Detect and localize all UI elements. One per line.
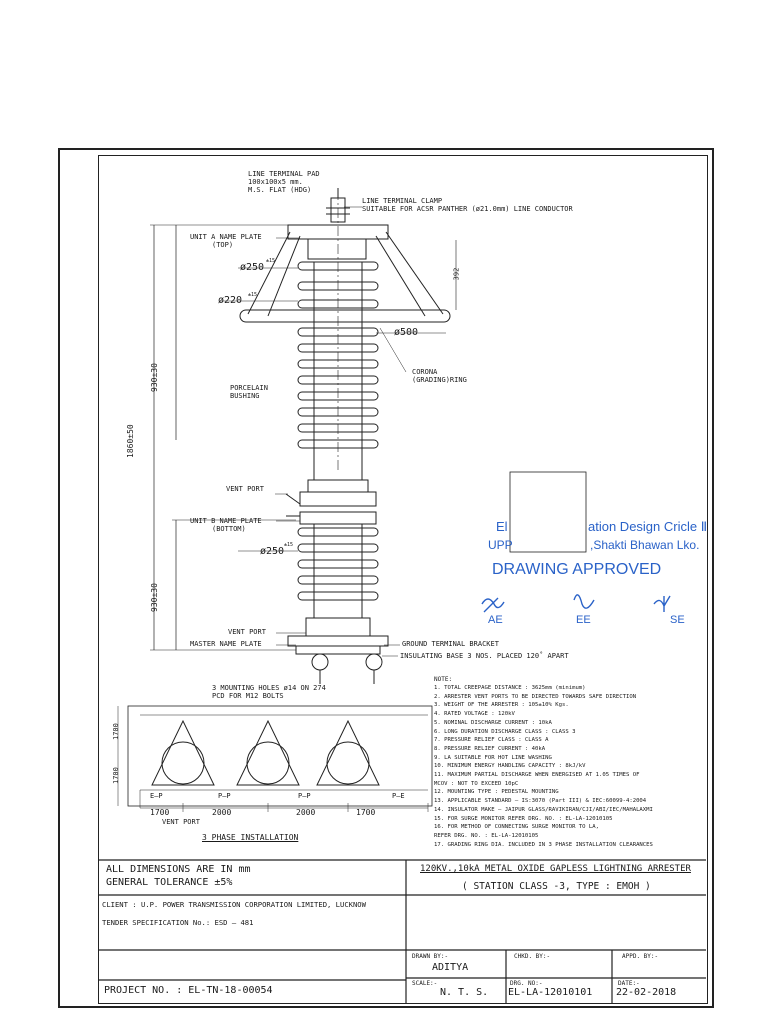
phase-label-4: P–E xyxy=(392,792,405,800)
drawing-title-line2: ( STATION CLASS -3, TYPE : EMOH ) xyxy=(462,881,651,892)
phase-label-2: P–P xyxy=(218,792,231,800)
note-item: 7. PRESSURE RELIEF CLASS : CLASS A xyxy=(434,737,549,744)
notes-heading: NOTE: xyxy=(434,676,453,683)
note-item: MCOV : NOT TO EXCEED 10pC xyxy=(434,780,519,787)
mounting-holes-label-1: 3 MOUNTING HOLES ø14 ON 274 xyxy=(212,684,326,692)
tol-15-c: ±15 xyxy=(284,542,294,548)
drawn-by: ADITYA xyxy=(432,962,469,973)
unit-a-label-2: (TOP) xyxy=(212,241,234,249)
note-item: 11. MAXIMUM PARTIAL DISCHARGE WHEN ENERG… xyxy=(434,772,640,779)
note-item: 3. WEIGHT OF THE ARRESTER : 105±10% Kgs. xyxy=(434,702,569,709)
unit-b-label-2: (BOTTOM) xyxy=(212,525,246,533)
master-name-plate-label: MASTER NAME PLATE xyxy=(190,640,262,648)
note-item: 2. ARRESTER VENT PORTS TO BE DIRECTED TO… xyxy=(434,693,637,700)
drawing-border xyxy=(98,155,708,1004)
corona-label-1: CORONA xyxy=(412,368,438,376)
unit-a-label-1: UNIT A NAME PLATE xyxy=(190,233,262,241)
dia-250-bottom: ø250 xyxy=(260,546,285,557)
tolerance-note: GENERAL TOLERANCE ±5% xyxy=(106,877,233,888)
drawing-number-label: DRG. NO:- xyxy=(510,980,543,987)
stamp-line2-left: UPP xyxy=(488,538,513,552)
stamp-signatory-se: SE xyxy=(670,614,685,626)
stamp-line2-right: ,Shakti Bhawan Lko. xyxy=(590,538,700,552)
note-item: 15. FOR SURGE MONITOR REFER DRG. NO. : E… xyxy=(434,815,613,822)
note-item: 8. PRESSURE RELIEF CURRENT : 40kA xyxy=(434,745,546,752)
vent-port-1: VENT PORT xyxy=(226,485,264,493)
insulating-base-label: INSULATING BASE 3 NOS. PLACED 120˚ APART xyxy=(400,652,569,660)
note-item: 4. RATED VOLTAGE : 120kV xyxy=(434,711,515,718)
checked-by-label: CHKD. BY:- xyxy=(514,953,551,960)
note-item: 13. APPLICABLE STANDARD – IS:3070 (Part … xyxy=(434,798,647,805)
note-item: 6. LONG DURATION DISCHARGE CLASS : CLASS… xyxy=(434,728,576,735)
dim-930-bottom: 930±30 xyxy=(150,583,159,612)
note-item: 5. NOMINAL DISCHARGE CURRENT : 10kA xyxy=(434,719,552,726)
line-pad-label-3: M.S. FLAT (HDG) xyxy=(248,186,312,194)
note-item: 16. FOR METHOD OF CONNECTING SURGE MONIT… xyxy=(434,824,600,831)
dia-500: ø500 xyxy=(394,327,419,338)
dimensions-note: ALL DIMENSIONS ARE IN mm xyxy=(106,864,251,875)
tol-15-a: ±15 xyxy=(266,258,276,264)
three-phase-installation: 3 PHASE INSTALLATION xyxy=(202,833,299,842)
bottom-dim-2: 2000 xyxy=(212,808,232,817)
drawing-date: 22-02-2018 xyxy=(616,987,677,998)
line-clamp-label-1: LINE TERMINAL CLAMP xyxy=(362,197,443,205)
vent-port-2: VENT PORT xyxy=(228,628,266,636)
note-item: 9. LA SUITABLE FOR HOT LINE WASHING xyxy=(434,754,552,761)
notes-block: NOTE: 1. TOTAL CREEPAGE DISTANCE : 3625m… xyxy=(434,676,704,849)
dim-1700-a: 1700 xyxy=(112,723,120,740)
stamp-approved: DRAWING APPROVED xyxy=(492,561,662,578)
note-item: 10. MINIMUM ENERGY HANDLING CAPACITY : 8… xyxy=(434,763,586,770)
phase-label-1: E–P xyxy=(150,792,163,800)
tender-line: TENDER SPECIFICATION No.: ESD – 481 xyxy=(102,918,254,927)
three-phase-plan xyxy=(117,705,433,812)
note-item: REFER DRG. NO. : EL-LA-12010105 xyxy=(434,832,539,839)
dim-930-top: 930±30 xyxy=(150,363,159,392)
line-clamp-label-2: SUITABLE FOR ACSR PANTHER (ø21.0mm) LINE… xyxy=(362,205,573,213)
bottom-dim-1: 1700 xyxy=(150,808,170,817)
drawing-title-line1: 120KV.,10kA METAL OXIDE GAPLESS LIGHTNIN… xyxy=(420,864,691,874)
stamp-signatory-ee: EE xyxy=(576,614,591,626)
note-item: 14. INSULATOR MAKE – JAIPUR GLASS/RAVIKI… xyxy=(434,806,653,813)
bottom-dim-4: 1700 xyxy=(356,808,376,817)
bottom-dim-3: 2000 xyxy=(296,808,316,817)
dim-1860: 1860±50 xyxy=(126,424,135,458)
line-pad-label-2: 100x100x5 mm. xyxy=(248,178,303,186)
project-number: PROJECT NO. : EL-TN-18-00054 xyxy=(104,985,273,996)
line-pad-label-1: LINE TERMINAL PAD xyxy=(248,170,320,178)
note-item: 1. TOTAL CREEPAGE DISTANCE : 3625mm (min… xyxy=(434,685,586,691)
porcelain-label-2: BUSHING xyxy=(230,392,260,400)
note-item: 12. MOUNTING TYPE : PEDESTAL MOUNTING xyxy=(434,789,559,796)
porcelain-label-1: PORCELAIN xyxy=(230,384,268,392)
scale-label: SCALE:- xyxy=(412,980,438,987)
lower-sheds xyxy=(297,527,379,601)
mounting-holes-label-2: PCD FOR M12 BOLTS xyxy=(212,692,284,700)
scale-value: N. T. S. xyxy=(440,987,489,998)
stamp-signatory-ae: AE xyxy=(488,614,503,626)
dia-220: ø220 xyxy=(218,295,243,306)
stamp-line1-right: ation Design Cricle Ⅱ xyxy=(588,519,708,534)
phase-label-3: P–P xyxy=(298,792,311,800)
dim-392: 392 xyxy=(452,267,461,281)
dim-1700-b: 1700 xyxy=(112,767,120,784)
outer-border xyxy=(58,148,714,1008)
tol-15-b: ±15 xyxy=(248,292,258,298)
corona-label-2: (GRADING)RING xyxy=(412,376,467,384)
date-label: DATE:- xyxy=(618,980,640,987)
unit-b-label-1: UNIT B NAME PLATE xyxy=(190,517,262,525)
stamp-line1-left: El xyxy=(496,519,508,534)
vent-port-3: VENT PORT xyxy=(162,818,200,826)
drawing-number: EL-LA-12010101 xyxy=(508,987,593,998)
approved-by-label: APPD. BY:- xyxy=(622,953,659,960)
note-item: 17. GRADING RING DIA. INCLUDED IN 3 PHAS… xyxy=(434,841,653,848)
ground-bracket-label: GROUND TERMINAL BRACKET xyxy=(402,640,499,648)
dia-250-top: ø250 xyxy=(240,262,265,273)
client-line: CLIENT : U.P. POWER TRANSMISSION CORPORA… xyxy=(102,900,366,909)
drawn-by-label: DRAWN BY:- xyxy=(412,953,449,960)
